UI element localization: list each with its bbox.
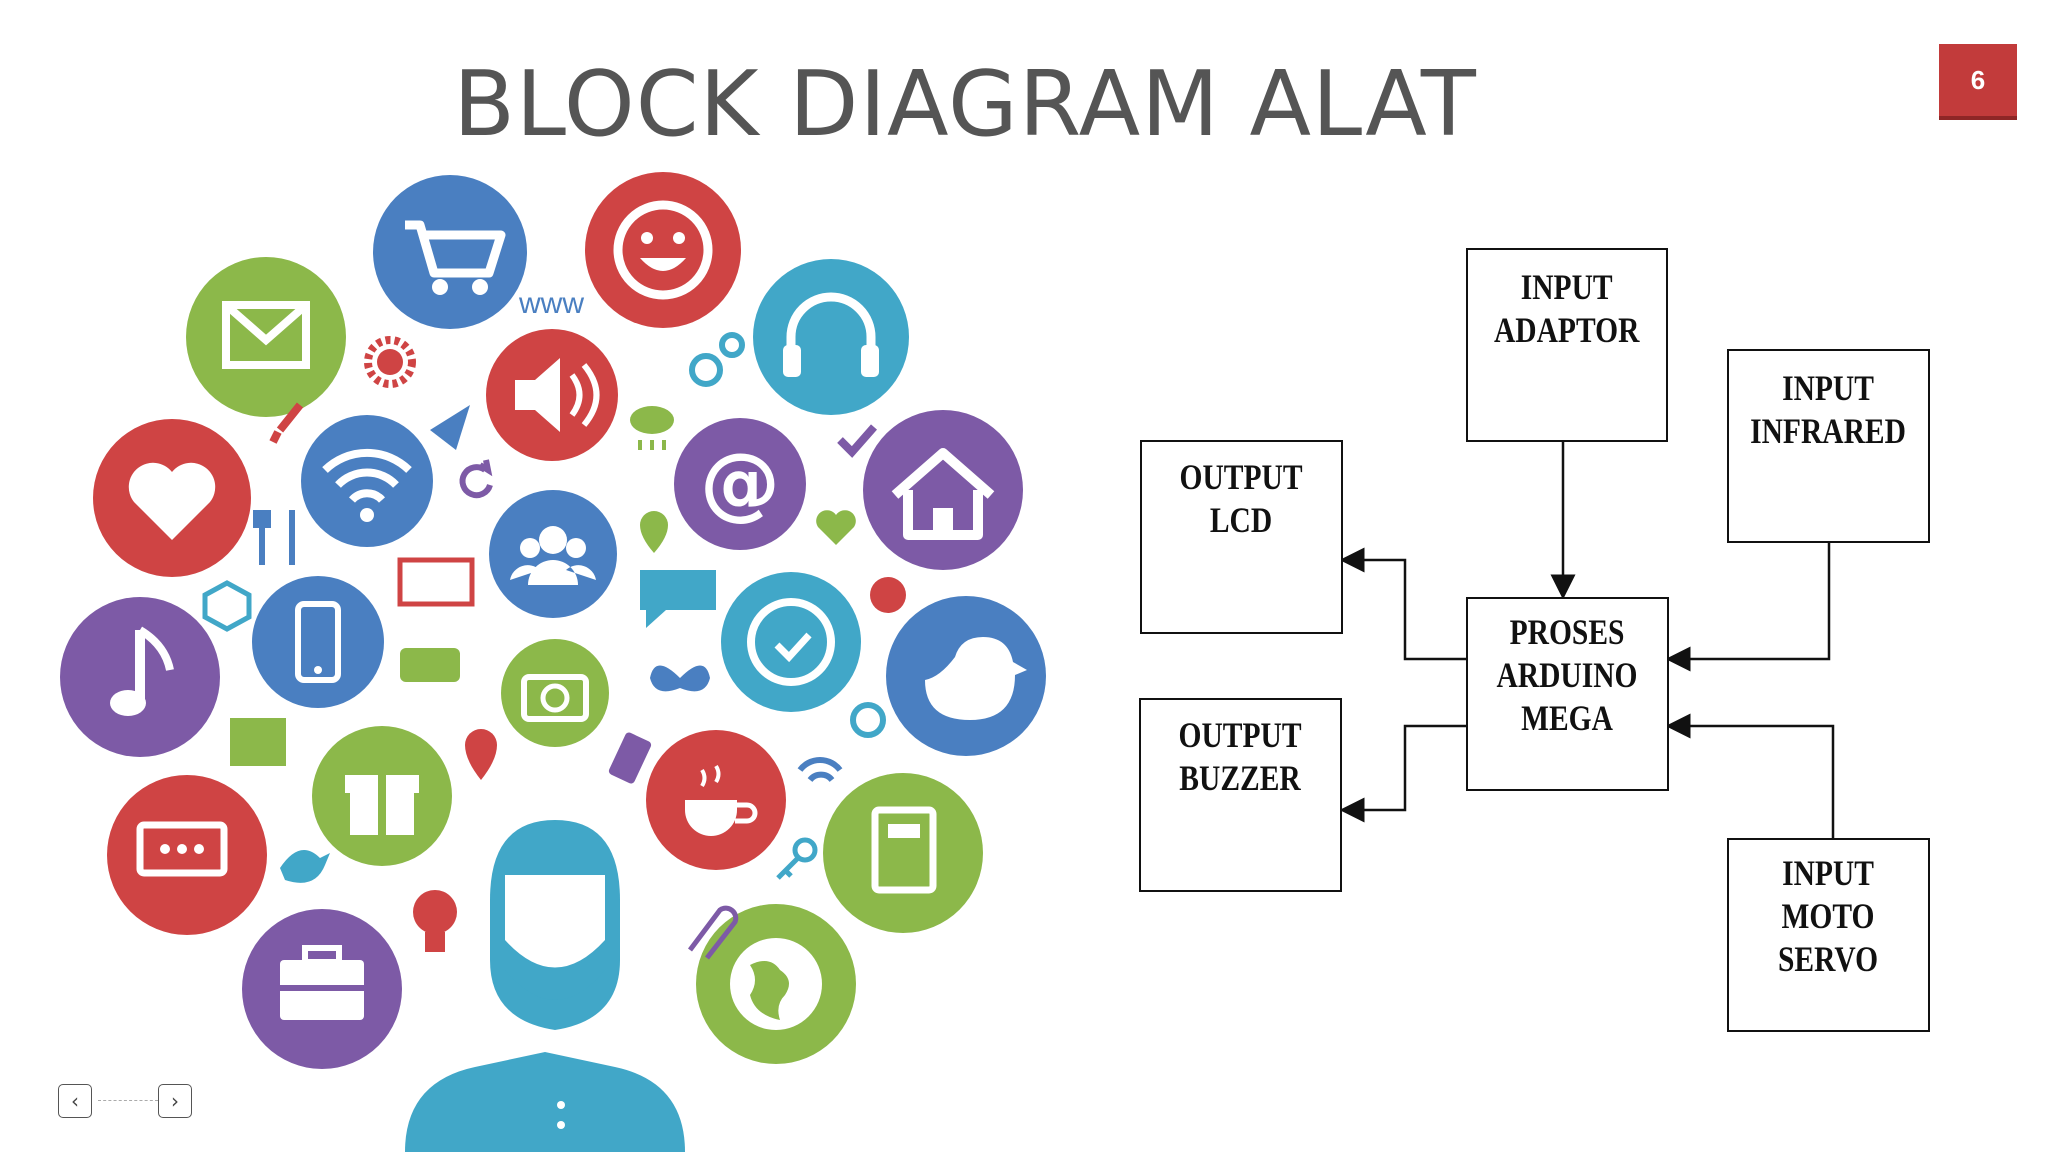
connector-servo-to-proses: [1665, 713, 1835, 838]
block-output-buzzer: OUTPUT BUZZER: [1139, 698, 1342, 892]
block-proses-label: PROSES ARDUINO MEGA: [1496, 612, 1639, 739]
block-input-infrared: INPUT INFRARED: [1727, 349, 1930, 543]
checkmark-icon: [837, 424, 878, 458]
connector-infrared-to-proses: [1665, 542, 1831, 672]
headphones-icon: [753, 259, 909, 415]
gears-icon: [689, 332, 745, 387]
butterfly-icon: [650, 665, 710, 692]
sun-icon: [364, 336, 416, 388]
book-icon: [230, 718, 286, 766]
apple-icon: [870, 577, 906, 613]
block-output-lcd-label: OUTPUT LCD: [1179, 457, 1303, 541]
smiley-icon: [585, 172, 741, 328]
laptop-icon: [397, 557, 475, 607]
location-pin-icon: [640, 511, 668, 553]
speaker-icon: [486, 329, 618, 461]
gift-icon: [312, 726, 452, 866]
paper-plane-icon: [430, 405, 470, 450]
camera-icon: [501, 639, 609, 747]
group-icon: [489, 490, 617, 618]
block-input-moto-servo: INPUT MOTO SERVO: [1727, 838, 1930, 1032]
heart-icon: [93, 419, 251, 577]
notebook-icon: [823, 773, 983, 933]
small-bird-icon: [280, 850, 330, 883]
next-slide-button[interactable]: ›: [158, 1084, 192, 1118]
box-icon: [202, 580, 252, 632]
svg-text:@: @: [700, 436, 780, 529]
rain-cloud-icon: [630, 406, 674, 450]
person-avatar-icon: [405, 820, 685, 1152]
wifi-icon: [301, 415, 433, 547]
paperclip-icon: [688, 905, 739, 960]
block-input-adaptor: INPUT ADAPTOR: [1466, 248, 1668, 442]
chevron-left-icon: ‹: [71, 1089, 79, 1113]
block-proses-arduino-mega: PROSES ARDUINO MEGA: [1466, 597, 1669, 791]
block-input-servo-label: INPUT MOTO SERVO: [1778, 853, 1879, 980]
bird-icon: [886, 596, 1046, 756]
at-sign-icon: @: [674, 418, 806, 550]
key-icon: [776, 837, 818, 880]
mail-icon: [186, 257, 346, 417]
page-number-badge: 6: [1939, 44, 2017, 116]
block-output-buzzer-label: OUTPUT BUZZER: [1178, 715, 1302, 799]
battery-icon: [608, 732, 652, 784]
slide-title: BLOCK DIAGRAM ALAT: [453, 52, 1477, 157]
chevron-right-icon: ›: [171, 1089, 179, 1113]
connector-proses-to-lcd: [1339, 547, 1467, 661]
ring-icon: [850, 702, 886, 738]
clock-icon: [721, 572, 861, 712]
small-heart-icon: [816, 510, 856, 545]
connector-proses-to-buzzer: [1339, 724, 1467, 823]
nav-track-divider: [98, 1100, 158, 1101]
chat-icon: [107, 775, 267, 935]
lightbulb-icon: [413, 890, 457, 952]
car-icon: [400, 648, 460, 682]
fork-knife-icon: [253, 510, 295, 565]
refresh-icon: [459, 459, 493, 499]
block-input-adaptor-label: INPUT ADAPTOR: [1494, 267, 1640, 351]
message-icon: [640, 570, 716, 628]
music-note-icon: [60, 597, 220, 757]
social-icons-illustration: www @: [60, 172, 1046, 1152]
small-wifi-icon: [797, 757, 843, 783]
globe-icon: [696, 904, 856, 1064]
phone-icon: [252, 576, 384, 708]
block-output-lcd: OUTPUT LCD: [1140, 440, 1343, 634]
prev-slide-button[interactable]: ‹: [58, 1084, 92, 1118]
pencil-icon: [269, 402, 304, 444]
home-icon: [863, 410, 1023, 570]
map-pin-icon: [465, 729, 497, 780]
coffee-cup-icon: [646, 730, 786, 870]
block-input-infrared-label: INPUT INFRARED: [1750, 368, 1907, 452]
briefcase-icon: [242, 909, 402, 1069]
www-label: www: [518, 287, 584, 320]
cart-icon: [373, 175, 527, 329]
